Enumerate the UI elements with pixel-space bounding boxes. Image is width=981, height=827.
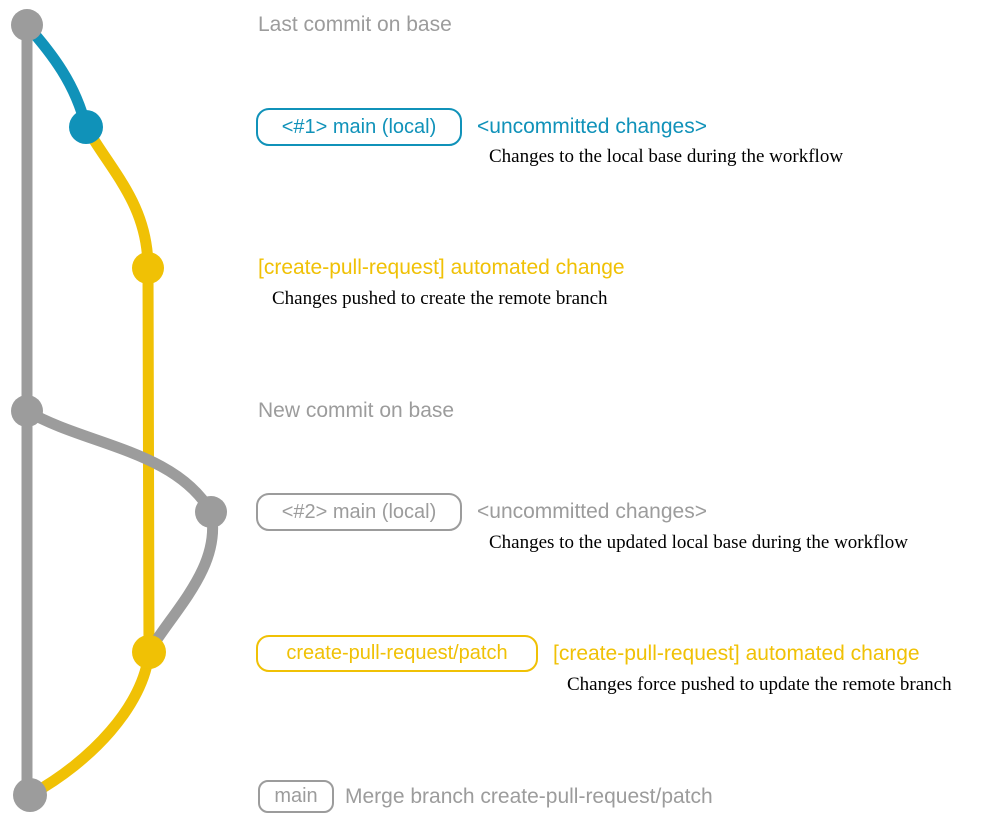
commit-node-merge-commit (13, 778, 47, 812)
commit-node-automated-change-2 (132, 635, 166, 669)
updated-base-edge (21, 405, 219, 656)
commit-node-new-commit-on-base (11, 395, 43, 427)
branch-badge-main: main (258, 780, 334, 813)
heading-uncommitted-changes-1: <uncommitted changes> (477, 115, 707, 138)
commit-node-automated-change-1 (132, 252, 164, 284)
description-uncommitted-changes-2: Changes to the updated local base during… (489, 532, 908, 553)
description-uncommitted-changes-1: Changes to the local base during the wor… (489, 146, 844, 167)
branch-badge-label: <#1> main (local) (281, 115, 437, 138)
commit-node-uncommitted-1 (69, 110, 103, 144)
heading-automated-change-1: [create-pull-request] automated change (258, 256, 625, 279)
branch-badge-label: create-pull-request/patch (286, 642, 508, 664)
description-automated-change-1: Changes pushed to create the remote bran… (272, 288, 608, 309)
uncommitted-changes-edge-1 (21, 19, 92, 133)
commit-node-uncommitted-2 (195, 496, 227, 528)
heading-uncommitted-changes-2: <uncommitted changes> (477, 500, 707, 523)
branch-badge-patch: create-pull-request/patch (256, 635, 538, 672)
branch-badge-main-local-1: <#1> main (local) (256, 108, 462, 146)
heading-automated-change-2: [create-pull-request] automated change (553, 642, 920, 665)
branch-badge-main-local-2: <#2> main (local) (256, 493, 462, 531)
note-merge-branch: Merge branch create-pull-request/patch (345, 785, 713, 808)
note-last-commit-on-base: Last commit on base (258, 13, 452, 36)
branch-badge-label: main (274, 785, 318, 807)
merge-edge (26, 646, 155, 800)
commit-node-last-commit-on-base (11, 9, 43, 41)
branch-badge-label: <#2> main (local) (281, 500, 437, 523)
description-automated-change-2: Changes force pushed to update the remot… (567, 674, 952, 695)
note-new-commit-on-base: New commit on base (258, 399, 455, 422)
patch-branch-line (80, 121, 155, 658)
